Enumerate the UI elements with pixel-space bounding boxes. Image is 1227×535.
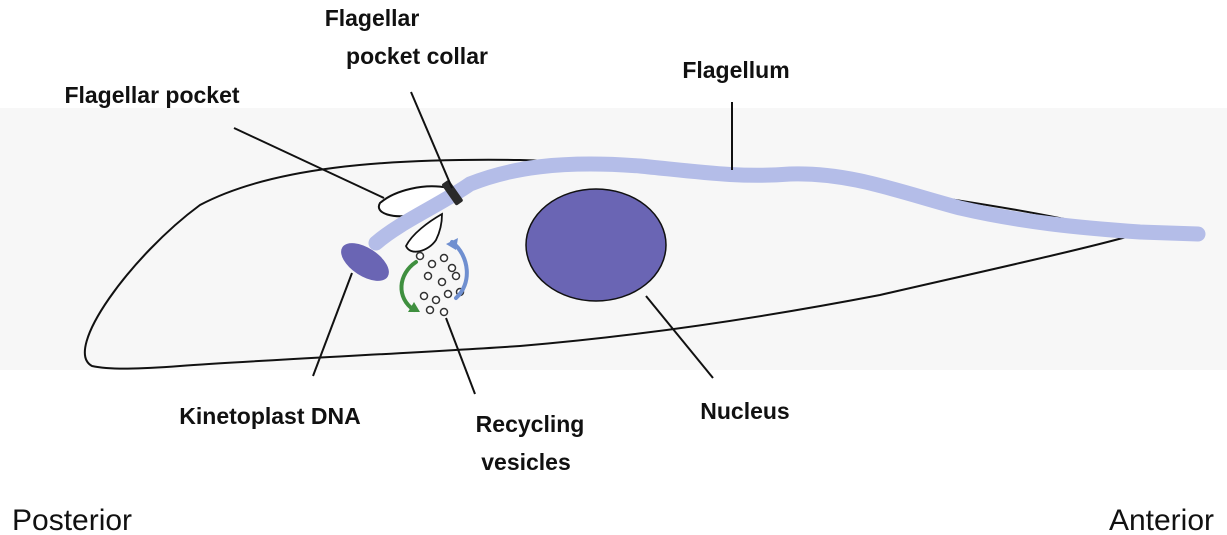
label-recycling-line1: Recycling bbox=[476, 411, 585, 437]
leader-flagellar-pocket bbox=[234, 128, 384, 198]
label-nucleus: Nucleus bbox=[700, 398, 789, 424]
leader-vesicles bbox=[446, 318, 475, 394]
label-flagellar-pocket: Flagellar pocket bbox=[64, 82, 239, 108]
nucleus bbox=[526, 189, 666, 301]
flagellum bbox=[376, 164, 1198, 243]
label-kinetoplast-dna: Kinetoplast DNA bbox=[179, 403, 360, 429]
leader-kinetoplast bbox=[313, 273, 352, 376]
label-collar-line1: Flagellar bbox=[325, 5, 420, 31]
label-anterior: Anterior bbox=[1109, 504, 1214, 535]
label-flagellum: Flagellum bbox=[682, 57, 789, 83]
label-recycling-line2: vesicles bbox=[481, 449, 571, 475]
leader-collar bbox=[411, 92, 452, 188]
leader-nucleus bbox=[646, 296, 713, 378]
label-posterior: Posterior bbox=[12, 504, 132, 535]
recycling-arrowhead bbox=[446, 238, 458, 250]
label-collar-line2: pocket collar bbox=[346, 43, 488, 69]
recycling-vesicles bbox=[417, 253, 464, 316]
